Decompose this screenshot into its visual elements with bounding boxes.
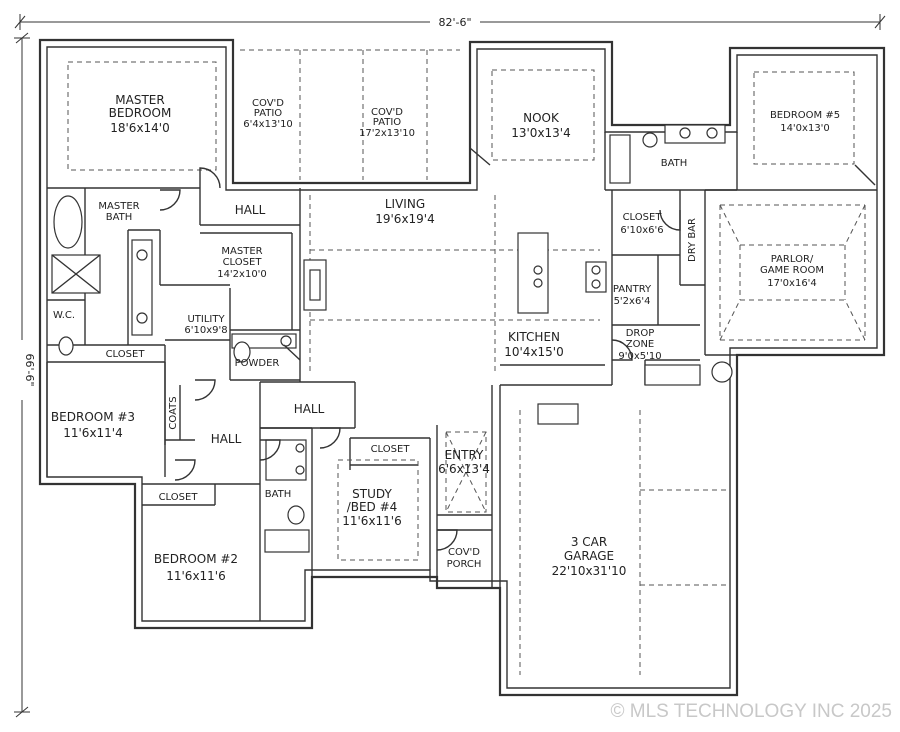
garage-label-2: GARAGE <box>564 549 614 563</box>
fixtures <box>51 124 733 553</box>
covd-patio-large-size: 17'2x13'10 <box>359 128 415 139</box>
hall-upper-label: HALL <box>235 203 266 217</box>
parlor-label: PARLOR/ <box>771 254 814 265</box>
master-bedroom-label: MASTER <box>115 93 164 107</box>
drop-zone-size: 9'0x5'10 <box>618 351 661 362</box>
living-size: 19'6x19'4 <box>375 212 435 226</box>
tub-icon <box>53 195 83 249</box>
nook-size: 13'0x13'4 <box>511 126 571 140</box>
parlor-size: 17'0x16'4 <box>767 278 817 289</box>
bedroom-2-size: 11'6x11'6 <box>166 569 226 583</box>
study-size: 11'6x11'6 <box>342 514 402 528</box>
master-bath-label-2: BATH <box>106 212 133 223</box>
bedroom-2-label: BEDROOM #2 <box>154 552 238 566</box>
drop-zone-label-2: ZONE <box>626 339 655 350</box>
garage-size: 22'10x31'10 <box>552 564 627 578</box>
entry-label: ENTRY <box>445 448 484 462</box>
covd-porch-label-2: PORCH <box>447 559 482 570</box>
covd-patio-small-size: 6'4x13'10 <box>243 119 293 130</box>
watermark: © MLS TECHNOLOGY INC 2025 <box>610 701 892 722</box>
overall-depth-label: 66'-6" <box>23 353 36 386</box>
bedroom-3-size: 11'6x11'4 <box>63 426 123 440</box>
kitchen-size: 10'4x15'0 <box>504 345 564 359</box>
living-label: LIVING <box>385 197 425 211</box>
hall-center-label: HALL <box>294 402 325 416</box>
covd-patio-small-label: COV'D <box>252 98 284 109</box>
bath-upper-right-label: BATH <box>661 158 688 169</box>
master-closet-size: 14'2x10'0 <box>217 269 267 280</box>
overall-width-label: 82'-6" <box>438 16 471 29</box>
exterior-walls <box>38 38 886 697</box>
kitchen-label: KITCHEN <box>508 330 560 344</box>
master-closet-label-2: CLOSET <box>223 257 263 268</box>
bedroom-5-size: 14'0x13'0 <box>780 123 830 134</box>
covd-patio-large-label-2: PATIO <box>373 117 402 128</box>
closet-kitchen-label: CLOSET <box>623 212 663 223</box>
water-heater-icon <box>711 361 733 383</box>
closet-study-label: CLOSET <box>371 444 411 455</box>
ceiling-lines <box>67 49 866 675</box>
entry-size: 6'6x13'4 <box>438 462 490 476</box>
dry-bar-label: DRY BAR <box>687 218 698 262</box>
bathtub-icon <box>264 529 310 553</box>
garage-label: 3 CAR <box>571 535 607 549</box>
covd-porch-label: COV'D <box>448 547 480 558</box>
nook-label: NOOK <box>523 111 560 125</box>
master-bedroom-label-2: BEDROOM <box>109 106 172 120</box>
parlor-label-2: GAME ROOM <box>760 265 824 276</box>
study-label: STUDY <box>352 487 392 501</box>
pantry-label: PANTRY <box>613 284 652 295</box>
bath-left-label: BATH <box>265 489 292 500</box>
master-bath-label: MASTER <box>98 201 139 212</box>
closet-master-bath-label: CLOSET <box>106 349 146 360</box>
doors <box>159 147 876 551</box>
wc-label: W.C. <box>53 310 75 321</box>
interior-walls <box>46 132 877 621</box>
utility-label: UTILITY <box>187 314 225 325</box>
powder-label: POWDER <box>235 358 280 369</box>
covd-patio-small-label-2: PATIO <box>254 108 283 119</box>
coats-label: COATS <box>168 396 179 429</box>
bedroom-3-label: BEDROOM #3 <box>51 410 135 424</box>
pantry-size: 5'2x6'4 <box>614 296 651 307</box>
covd-patio-large-label: COV'D <box>371 107 403 118</box>
master-closet-label: MASTER <box>221 246 262 257</box>
master-bedroom-size: 18'6x14'0 <box>110 121 170 135</box>
study-label-2: /BED #4 <box>347 500 398 514</box>
closet-kitchen-size: 6'10x6'6 <box>620 225 663 236</box>
bedroom-5-label: BEDROOM #5 <box>770 110 840 121</box>
drop-zone-label: DROP <box>626 328 655 339</box>
closet-bed2-label: CLOSET <box>159 492 199 503</box>
hall-left-label: HALL <box>211 432 242 446</box>
room-labels: MASTER BEDROOM 18'6x14'0 COV'D PATIO 6'4… <box>51 93 840 583</box>
utility-size: 6'10x9'8 <box>184 325 227 336</box>
toilet-icon <box>58 336 74 356</box>
